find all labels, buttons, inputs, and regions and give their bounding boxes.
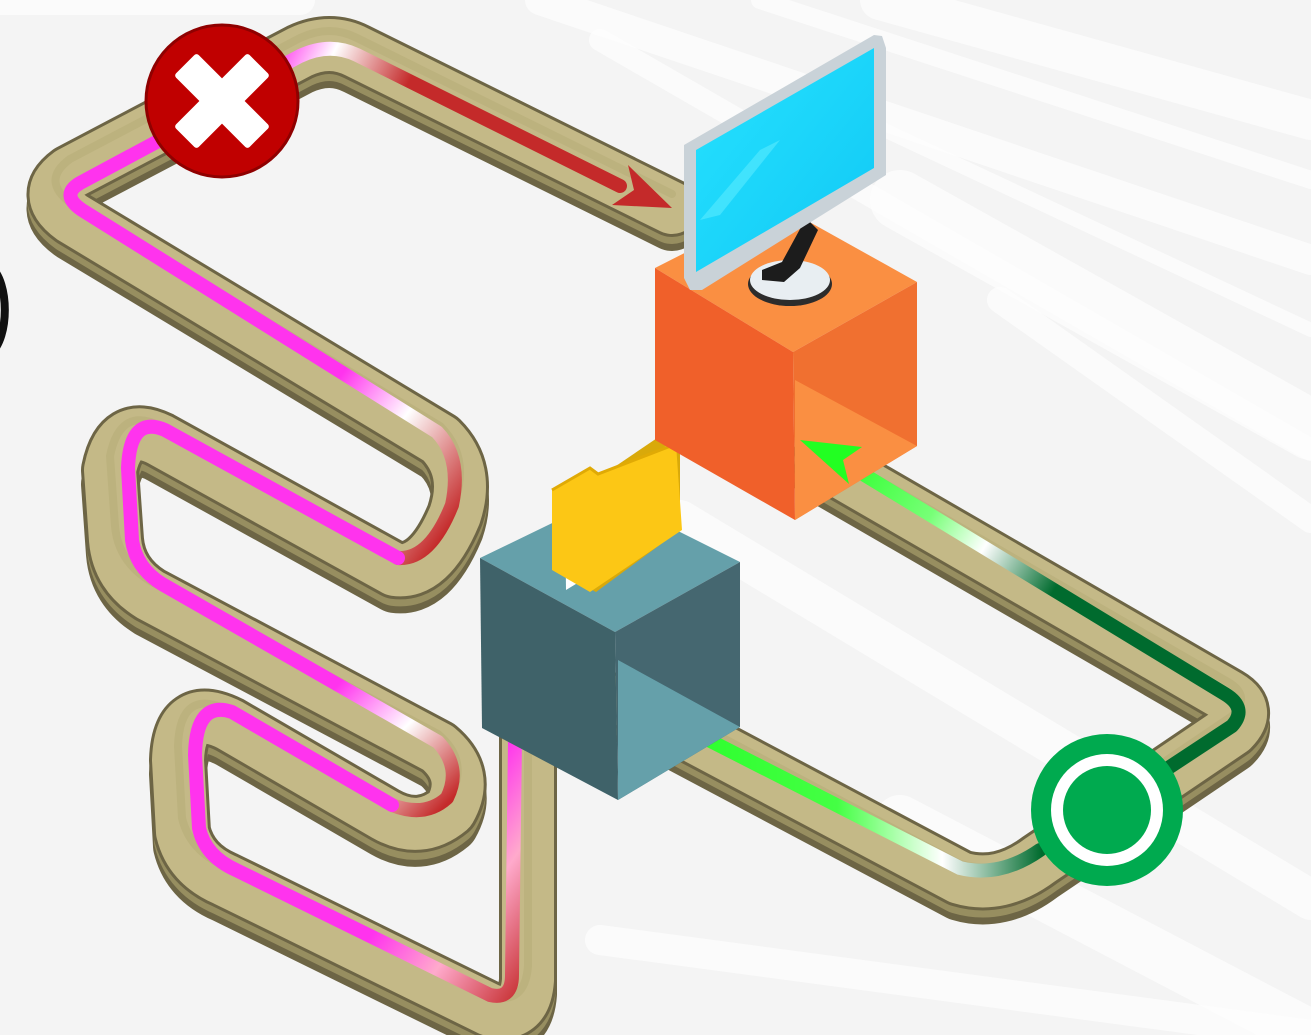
file-server-block bbox=[480, 432, 740, 800]
computer-block bbox=[655, 35, 917, 520]
error-x-icon bbox=[146, 25, 298, 177]
edge-fragment bbox=[0, 268, 5, 352]
success-circle-icon bbox=[1031, 734, 1183, 886]
